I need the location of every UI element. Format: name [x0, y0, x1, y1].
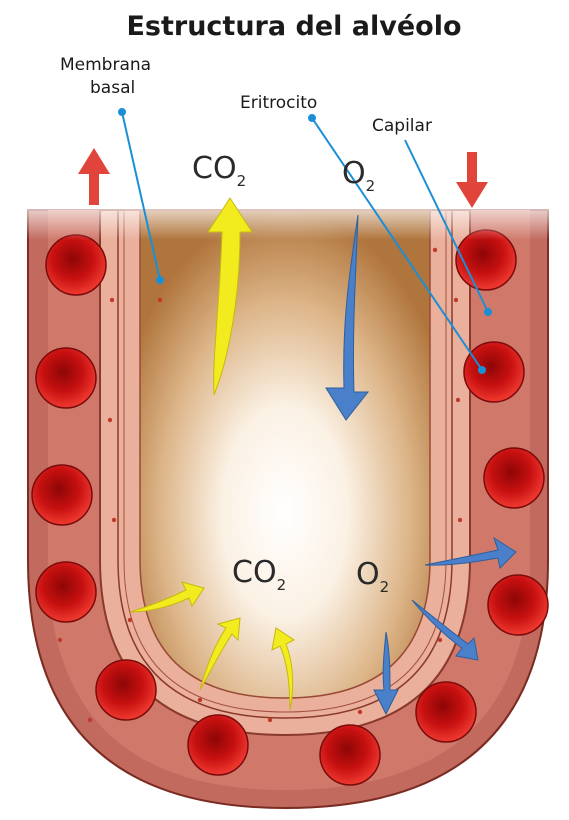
erythrocyte — [96, 660, 156, 720]
erythrocyte — [488, 575, 548, 635]
erythrocyte — [484, 448, 544, 508]
erythrocyte — [32, 465, 92, 525]
erythrocyte — [36, 348, 96, 408]
erythrocyte — [416, 682, 476, 742]
gas-o2-top: O2 — [342, 156, 375, 195]
diagram-title: Estructura del alvéolo — [126, 11, 461, 42]
label-erythrocyte: Eritrocito — [240, 93, 317, 113]
label-capillary: Capilar — [372, 116, 432, 136]
alveolar-cavity — [140, 210, 430, 698]
erythrocyte — [464, 342, 524, 402]
erythrocyte — [320, 725, 380, 785]
erythrocyte — [36, 562, 96, 622]
gas-co2-top: CO2 — [192, 151, 246, 190]
label-membrane-line1: Membrana — [60, 55, 151, 75]
erythrocyte — [46, 235, 106, 295]
label-membrane-line2: basal — [90, 78, 135, 98]
erythrocyte — [188, 715, 248, 775]
